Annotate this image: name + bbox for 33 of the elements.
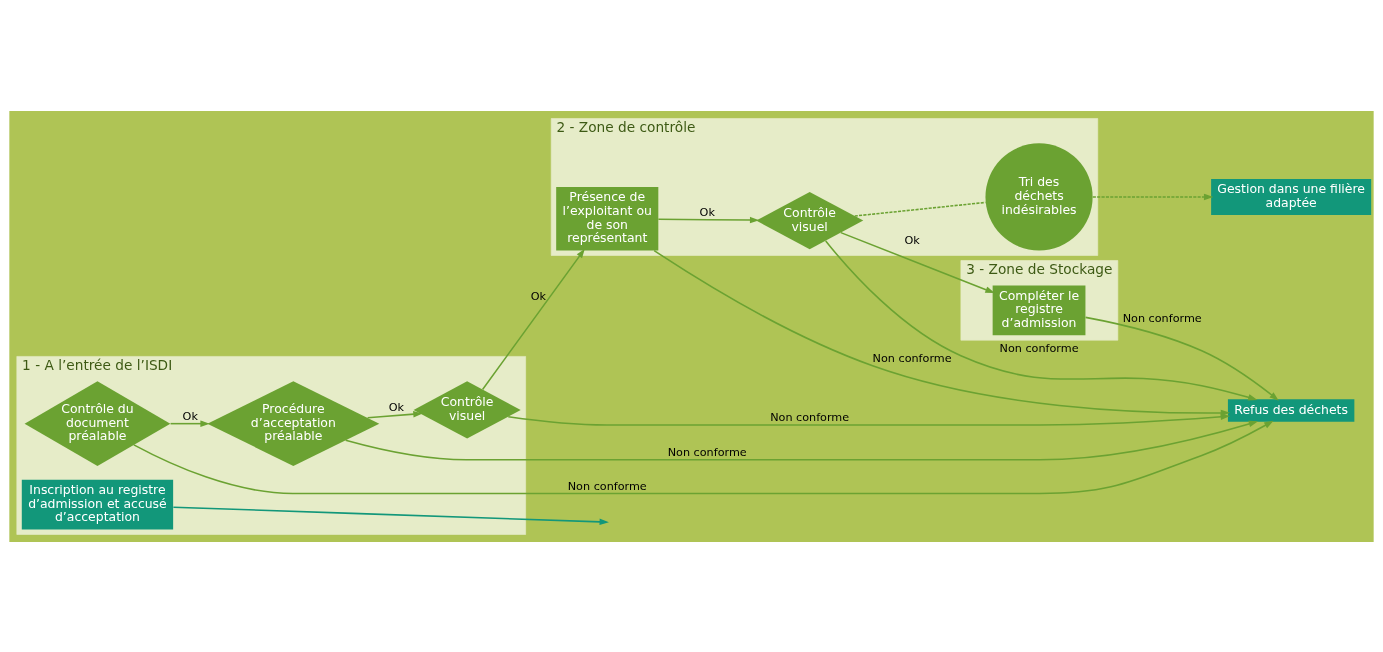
node-box: Inscription au registre d’admission et accusé d’acceptation: [21, 479, 174, 530]
edge-label: Ok: [388, 400, 405, 414]
edge-label: Ok: [182, 409, 198, 423]
arrow: [1092, 193, 1214, 200]
arrow: [653, 249, 1231, 416]
arrow: [824, 239, 1258, 401]
edge-label: Non conforme: [770, 410, 850, 424]
node-circle: Tri des déchets indésirables: [985, 142, 1093, 251]
edge-label: Ok: [904, 233, 920, 247]
node-box: Présence de l’exploitant ou de son représentant: [556, 186, 659, 250]
arrow: [657, 216, 760, 223]
arrow: [840, 231, 995, 293]
arrow: [172, 505, 609, 525]
edge-label: Ok: [530, 289, 547, 303]
arrow: [481, 248, 585, 390]
arrow: [133, 420, 1274, 494]
edge-label: Non conforme: [872, 351, 952, 365]
node-diamond: Contrôle visuel: [756, 191, 864, 249]
arrow: [344, 420, 1259, 461]
connector: [854, 201, 987, 217]
node-box: Compléter le registre d’admission: [992, 284, 1086, 335]
node-diamond: Contrôle du document préalable: [24, 380, 171, 466]
node-box: Refus des déchets: [1227, 398, 1355, 422]
arrow: [1084, 316, 1279, 401]
node-box: Gestion dans une filière adaptée: [1211, 178, 1372, 215]
edge-label: Non conforme: [567, 479, 647, 493]
node-diamond: Procédure d’acceptation préalable: [207, 380, 380, 466]
edge-label: Non conforme: [1122, 311, 1202, 325]
arrow: [169, 419, 210, 427]
edge-label: Ok: [699, 205, 715, 219]
arrow: [366, 410, 423, 419]
edge-label: Non conforme: [999, 341, 1079, 355]
edge-label: Non conforme: [667, 445, 747, 459]
